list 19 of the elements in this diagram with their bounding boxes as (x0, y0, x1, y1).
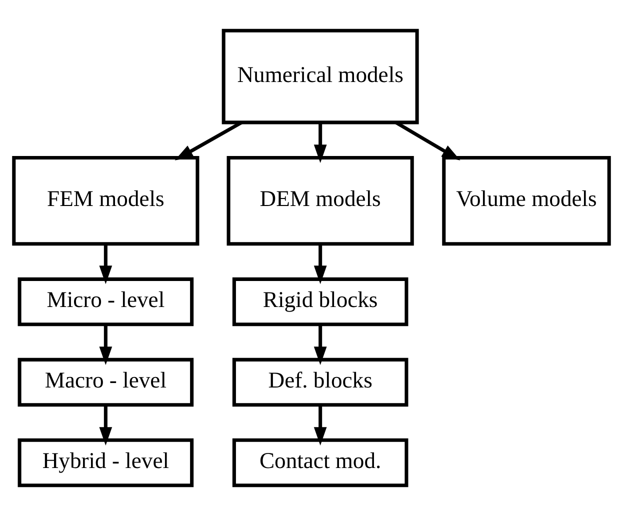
arrow (174, 120, 242, 160)
arrow (99, 244, 112, 284)
node-box: Def. blocks (232, 358, 408, 407)
arrow (314, 122, 327, 164)
node-box: Micro - level (18, 277, 194, 326)
node-box: Macro - level (18, 358, 194, 407)
node-box: Numerical models (222, 28, 419, 124)
node-box: Contact mod. (232, 438, 408, 488)
node-box: Volume models (442, 156, 611, 246)
node-box: Hybrid - level (18, 438, 194, 488)
arrow (395, 120, 460, 160)
node-box: Rigid blocks (232, 277, 408, 326)
arrow (314, 244, 327, 284)
node-box: DEM models (226, 156, 414, 246)
arrow (314, 404, 327, 446)
node-box: FEM models (12, 156, 200, 246)
arrow (99, 324, 112, 365)
arrow (314, 324, 327, 365)
arrow (99, 404, 112, 446)
